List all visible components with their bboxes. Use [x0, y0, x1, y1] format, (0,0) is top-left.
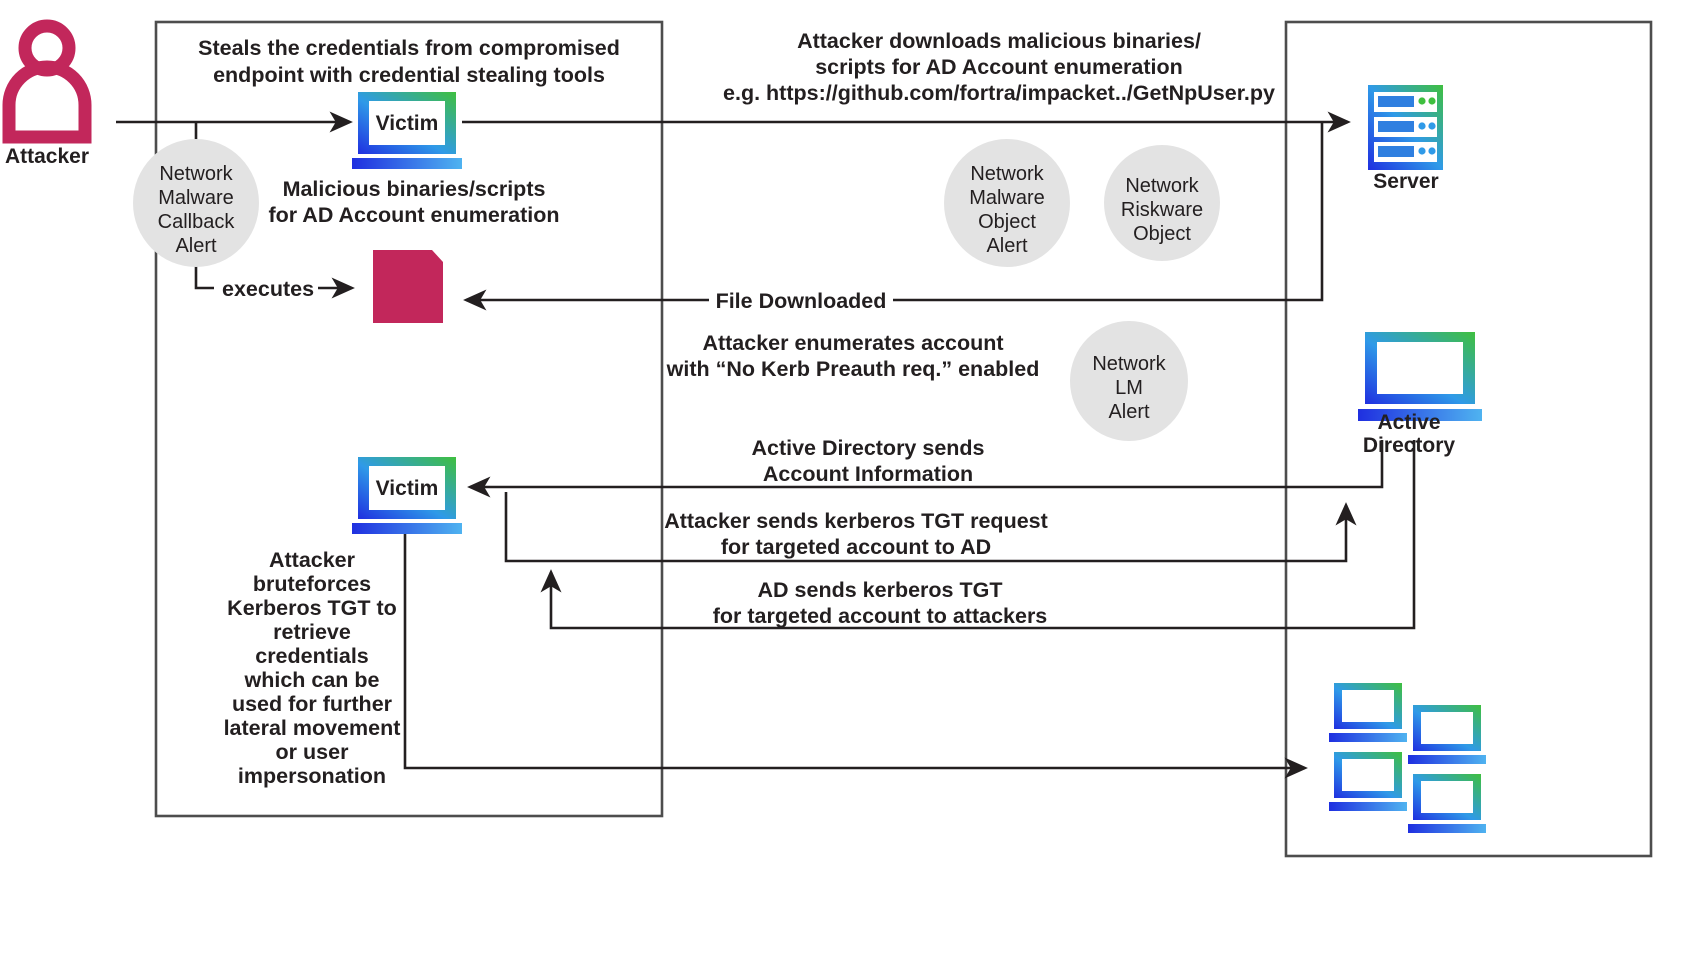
- alert-network-lm: Network LM Alert: [1070, 321, 1188, 441]
- alert-line: Alert: [1108, 401, 1150, 423]
- svg-text:Malicious binaries/scripts: Malicious binaries/scripts: [283, 177, 546, 201]
- svg-text:bruteforces: bruteforces: [253, 572, 371, 596]
- connector-tgt-request: [504, 492, 1357, 563]
- server-icon: [1368, 85, 1443, 170]
- victim-top-icon: [352, 92, 462, 169]
- annotation-ad-sends-tgt: AD sends kerberos TGT for targeted accou…: [713, 578, 1048, 628]
- alert-network-malware-callback: Network Malware Callback Alert: [133, 139, 259, 267]
- svg-text:for AD Account enumeration: for AD Account enumeration: [268, 203, 559, 227]
- svg-text:credentials: credentials: [255, 644, 369, 668]
- svg-text:lateral movement: lateral movement: [224, 716, 401, 740]
- malicious-file-icon: [373, 250, 443, 323]
- alert-line: Network: [970, 163, 1044, 185]
- annotation-attacker-downloads: Attacker downloads malicious binaries/ s…: [723, 29, 1275, 105]
- svg-text:used for further: used for further: [232, 692, 393, 716]
- svg-text:Attacker: Attacker: [269, 548, 356, 572]
- annotation-enumerates-account: Attacker enumerates account with “No Ker…: [666, 331, 1040, 381]
- alert-line: Object: [1133, 223, 1191, 245]
- svg-text:endpoint with credential steal: endpoint with credential stealing tools: [213, 63, 605, 87]
- active-directory-icon: [1358, 332, 1482, 421]
- alert-line: Object: [978, 211, 1036, 233]
- connector-file-downloaded: [893, 122, 1324, 302]
- alert-line: Malware: [969, 187, 1045, 209]
- alert-line: LM: [1115, 377, 1143, 399]
- annotation-file-downloaded: File Downloaded: [716, 289, 887, 313]
- annotation-ad-sends-account-info: Active Directory sends Account Informati…: [751, 436, 984, 486]
- svg-text:Attacker sends kerberos TGT re: Attacker sends kerberos TGT request: [664, 509, 1048, 533]
- svg-text:retrieve: retrieve: [273, 620, 351, 644]
- victim-bottom-icon: [352, 457, 462, 534]
- attacker-label: Attacker: [5, 145, 89, 168]
- active-directory-label-line2: Directory: [1363, 434, 1456, 457]
- svg-text:Steals the credentials from co: Steals the credentials from compromised: [198, 36, 620, 60]
- left-boundary-frame: [154, 20, 664, 818]
- annotation-attacker-sends-tgt-request: Attacker sends kerberos TGT request for …: [664, 509, 1048, 559]
- workstation-cluster-icon: [1329, 683, 1486, 833]
- active-directory-label-line1: Active: [1377, 411, 1440, 434]
- alert-line: Riskware: [1121, 199, 1203, 221]
- victim-top-label: Victim: [376, 112, 439, 135]
- alert-line: Network: [159, 163, 233, 185]
- annotation-malicious-binaries: Malicious binaries/scripts for AD Accoun…: [268, 177, 559, 227]
- alert-line: Network: [1125, 175, 1199, 197]
- connector-ad-account-info: [467, 440, 1384, 498]
- attacker-icon: [2, 19, 92, 144]
- alert-network-malware-object: Network Malware Object Alert: [944, 139, 1070, 267]
- annotation-executes: executes: [222, 277, 314, 301]
- connector-lateral-movement: [403, 530, 1308, 779]
- annotation-steals-credentials: Steals the credentials from compromised …: [198, 36, 620, 87]
- svg-text:for targeted account to AD: for targeted account to AD: [721, 535, 991, 559]
- svg-text:Attacker downloads malicious b: Attacker downloads malicious binaries/: [797, 29, 1201, 53]
- victim-bottom-label: Victim: [376, 477, 439, 500]
- svg-text:scripts for AD Account enumera: scripts for AD Account enumeration: [815, 55, 1183, 79]
- svg-text:impersonation: impersonation: [238, 764, 386, 788]
- svg-text:for targeted account to attack: for targeted account to attackers: [713, 604, 1048, 628]
- svg-text:which can be: which can be: [243, 668, 379, 692]
- svg-text:Active Directory sends: Active Directory sends: [751, 436, 984, 460]
- annotation-bruteforce: Attacker bruteforces Kerberos TGT to ret…: [224, 548, 401, 788]
- alert-line: Network: [1092, 353, 1166, 375]
- svg-text:Attacker enumerates account: Attacker enumerates account: [702, 331, 1003, 355]
- alert-network-riskware-object: Network Riskware Object: [1104, 145, 1220, 261]
- svg-text:or user: or user: [276, 740, 350, 764]
- alert-line: Alert: [986, 235, 1028, 257]
- alert-line: Alert: [175, 235, 217, 257]
- connector-ad-sends-tgt: [540, 440, 1416, 630]
- right-boundary-frame: [1284, 20, 1653, 858]
- svg-text:Account Information: Account Information: [763, 462, 973, 486]
- svg-text:AD sends kerberos TGT: AD sends kerberos TGT: [758, 578, 1003, 602]
- alert-line: Callback: [158, 211, 236, 233]
- svg-text:e.g. https://github.com/fortra: e.g. https://github.com/fortra/impacket.…: [723, 81, 1275, 105]
- svg-text:with “No Kerb Preauth req.” en: with “No Kerb Preauth req.” enabled: [666, 357, 1040, 381]
- server-label: Server: [1373, 170, 1438, 193]
- svg-text:Kerberos TGT to: Kerberos TGT to: [227, 596, 397, 620]
- alert-line: Malware: [158, 187, 234, 209]
